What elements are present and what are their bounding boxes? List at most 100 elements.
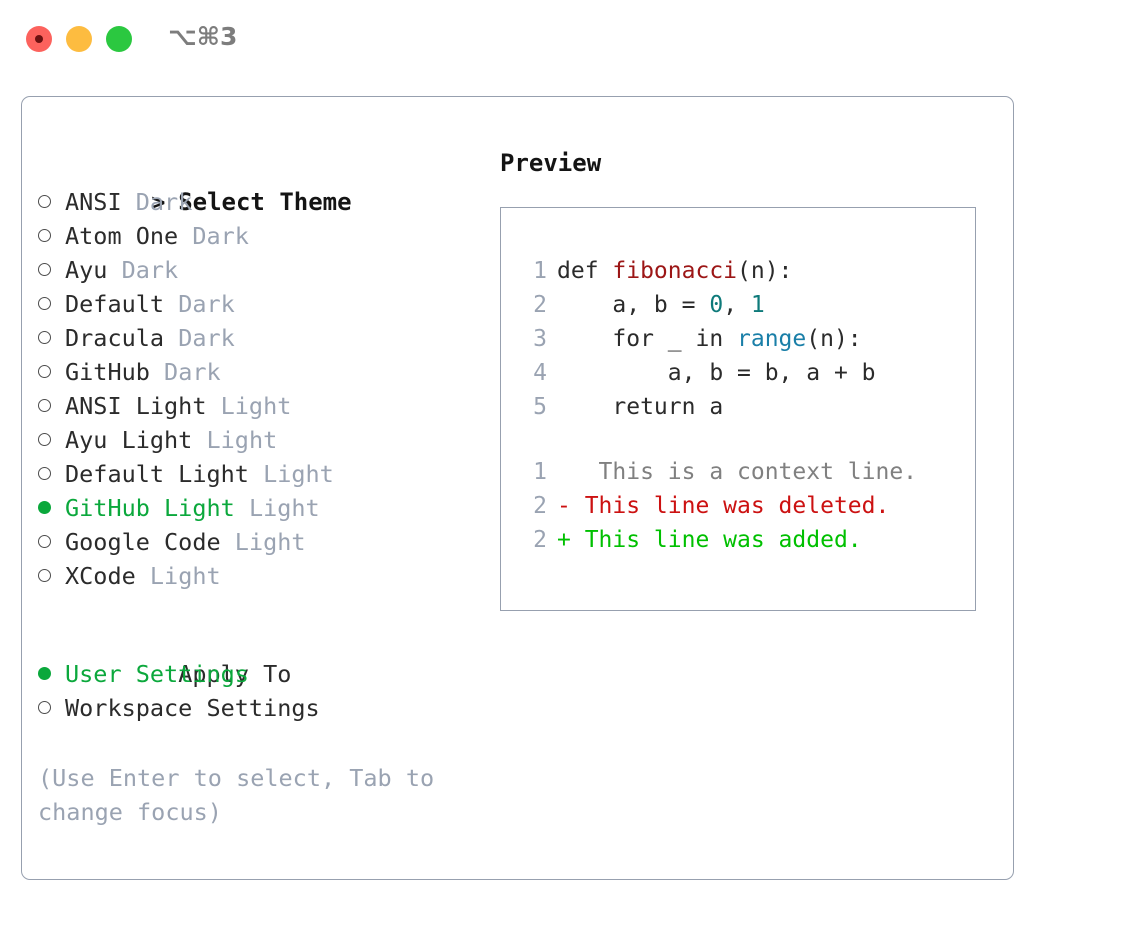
radio-unselected-icon[interactable] xyxy=(38,389,65,423)
code-token-plain: a, b = xyxy=(557,292,710,318)
code-token-plain: (n): xyxy=(806,326,862,352)
theme-variant-tag: Dark xyxy=(164,358,221,386)
radio-unselected-icon[interactable] xyxy=(38,423,65,457)
radio-unselected-icon[interactable] xyxy=(38,559,65,593)
list-spacer xyxy=(38,593,488,623)
code-token-plain: a, b = b, a + b xyxy=(557,360,876,386)
theme-variant-tag: Light xyxy=(234,528,306,556)
minimize-window-button[interactable] xyxy=(66,26,92,52)
radio-bullet xyxy=(38,667,51,680)
code-token-builtin: range xyxy=(737,326,807,352)
radio-bullet xyxy=(38,569,51,582)
apply-to-item[interactable]: User Settings xyxy=(38,657,488,691)
theme-variant-tag: Dark xyxy=(192,222,249,250)
radio-unselected-icon[interactable] xyxy=(38,457,65,491)
theme-name: Default xyxy=(65,290,165,318)
theme-name: XCode xyxy=(65,562,136,590)
theme-variant-tag: Dark xyxy=(178,324,235,352)
apply-to-item[interactable]: Workspace Settings xyxy=(38,691,488,725)
theme-list-header: >Select Theme xyxy=(38,151,488,216)
radio-bullet xyxy=(38,399,51,412)
apply-to-label: User Settings xyxy=(65,660,249,688)
radio-bullet xyxy=(38,701,51,714)
radio-unselected-icon[interactable] xyxy=(38,287,65,321)
theme-name: GitHub xyxy=(65,358,150,386)
code-line: 2 a, b = 0, 1 xyxy=(501,288,975,322)
diff-line: 2- This line was deleted. xyxy=(501,489,975,523)
theme-list-item[interactable]: ANSI Dark xyxy=(38,185,488,219)
theme-list-item[interactable]: XCode Light xyxy=(38,559,488,593)
radio-selected-icon[interactable] xyxy=(38,657,65,691)
code-diff-separator xyxy=(501,424,975,455)
radio-bullet xyxy=(38,467,51,480)
diff-sample: 1 This is a context line.2- This line wa… xyxy=(501,455,975,557)
theme-list-item[interactable]: Dracula Dark xyxy=(38,321,488,355)
theme-variant-tag: Light xyxy=(263,460,334,488)
theme-list-item[interactable]: Google Code Light xyxy=(38,525,488,559)
diff-line-text-ctx: This is a context line. xyxy=(557,459,918,485)
code-token-plain: return a xyxy=(557,394,724,420)
line-number: 1 xyxy=(533,258,547,284)
theme-list-item[interactable]: Default Light Light xyxy=(38,457,488,491)
theme-list-item[interactable]: ANSI Light Light xyxy=(38,389,488,423)
code-token-num: 1 xyxy=(750,292,765,318)
apply-to-header: Apply To xyxy=(38,623,488,688)
radio-bullet xyxy=(38,501,51,514)
diff-line: 2+ This line was added. xyxy=(501,523,975,557)
code-token-plain: for _ in xyxy=(557,326,738,352)
radio-selected-icon[interactable] xyxy=(38,491,65,525)
theme-name: Dracula xyxy=(65,324,165,352)
theme-list-item[interactable]: Atom One Dark xyxy=(38,219,488,253)
radio-bullet xyxy=(38,297,51,310)
theme-list-item[interactable]: Ayu Dark xyxy=(38,253,488,287)
apply-to-title: Apply To xyxy=(178,660,292,688)
radio-unselected-icon[interactable] xyxy=(38,355,65,389)
theme-name: GitHub Light xyxy=(65,494,235,522)
code-token-plain: (n): xyxy=(737,258,793,284)
theme-variant-tag: Light xyxy=(220,392,292,420)
theme-variant-tag: Dark xyxy=(121,256,179,284)
close-window-button[interactable] xyxy=(26,26,52,52)
theme-list-item[interactable]: Ayu Light Light xyxy=(38,423,488,457)
maximize-window-button[interactable] xyxy=(106,26,132,52)
theme-list-item[interactable]: GitHub Light Light xyxy=(38,491,488,525)
radio-unselected-icon[interactable] xyxy=(38,525,65,559)
diff-line: 1 This is a context line. xyxy=(501,455,975,489)
code-token-num: 0 xyxy=(709,292,724,318)
apply-to-label: Workspace Settings xyxy=(65,694,320,722)
radio-unselected-icon[interactable] xyxy=(38,321,65,355)
code-line: 3 for _ in range(n): xyxy=(501,322,975,356)
radio-unselected-icon[interactable] xyxy=(38,253,65,287)
radio-unselected-icon[interactable] xyxy=(38,691,65,725)
code-token-plain: def xyxy=(557,258,613,284)
radio-unselected-icon[interactable] xyxy=(38,219,65,253)
line-number: 3 xyxy=(533,326,547,352)
theme-name: Google Code xyxy=(65,528,221,556)
theme-list-item[interactable]: GitHub Dark xyxy=(38,355,488,389)
theme-variant-tag: Dark xyxy=(178,290,235,318)
page-title: Select Theme xyxy=(178,188,352,216)
radio-bullet xyxy=(38,229,51,242)
line-number: 2 xyxy=(533,292,547,318)
theme-list-item[interactable]: Default Dark xyxy=(38,287,488,321)
theme-variant-tag: Light xyxy=(149,562,221,590)
line-number: 2 xyxy=(533,527,547,553)
preview-label: Preview xyxy=(500,149,602,177)
radio-bullet xyxy=(38,433,51,446)
theme-name: Ayu xyxy=(65,256,108,284)
radio-bullet xyxy=(38,365,51,378)
theme-name: Default Light xyxy=(65,460,249,488)
radio-bullet xyxy=(38,535,51,548)
window-title-bar: ⌥⌘3 xyxy=(0,0,1140,78)
radio-bullet xyxy=(38,263,51,276)
radio-unselected-icon[interactable] xyxy=(38,185,65,219)
